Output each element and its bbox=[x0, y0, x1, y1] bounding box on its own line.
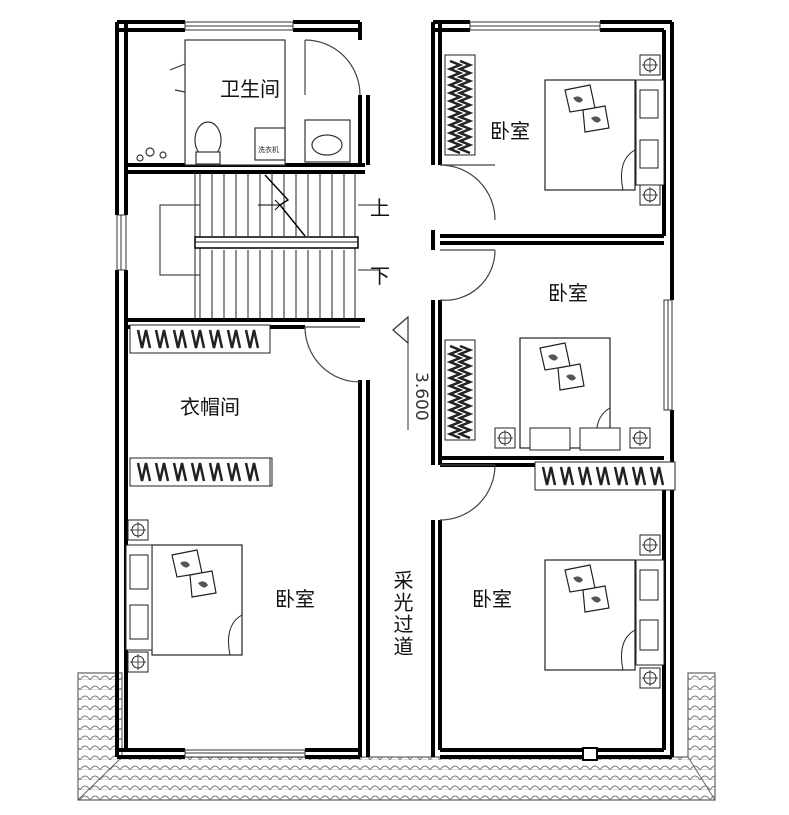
staircase bbox=[159, 172, 380, 320]
room-label-bedroom-se: 卧室 bbox=[472, 587, 512, 611]
bedroom-se-furniture bbox=[533, 460, 677, 689]
cloakroom-furniture bbox=[128, 323, 273, 488]
doors bbox=[304, 39, 496, 521]
room-label-bedroom-sw: 卧室 bbox=[275, 587, 315, 611]
room-label-cloakroom: 衣帽间 bbox=[180, 395, 240, 419]
stair-up-label: 上 bbox=[370, 196, 390, 220]
level-text: 3.600 bbox=[411, 372, 431, 421]
room-label-corridor: 采光过道 bbox=[390, 570, 414, 658]
washing-machine-label: 洗衣机 bbox=[258, 145, 279, 154]
bedroom-e-furniture bbox=[443, 337, 651, 451]
roof-tiles bbox=[77, 672, 716, 801]
level-marker bbox=[392, 315, 409, 430]
bathroom-fixtures bbox=[136, 39, 351, 166]
bedroom-sw-furniture bbox=[125, 519, 243, 673]
windows bbox=[116, 21, 673, 761]
room-label-bathroom: 卫生间 bbox=[220, 77, 280, 101]
bedroom-ne-furniture bbox=[443, 53, 665, 206]
room-label-bedroom-ne: 卧室 bbox=[490, 119, 530, 143]
room-label-bedroom-e: 卧室 bbox=[548, 281, 588, 305]
stair-down-label: 下 bbox=[370, 264, 390, 288]
